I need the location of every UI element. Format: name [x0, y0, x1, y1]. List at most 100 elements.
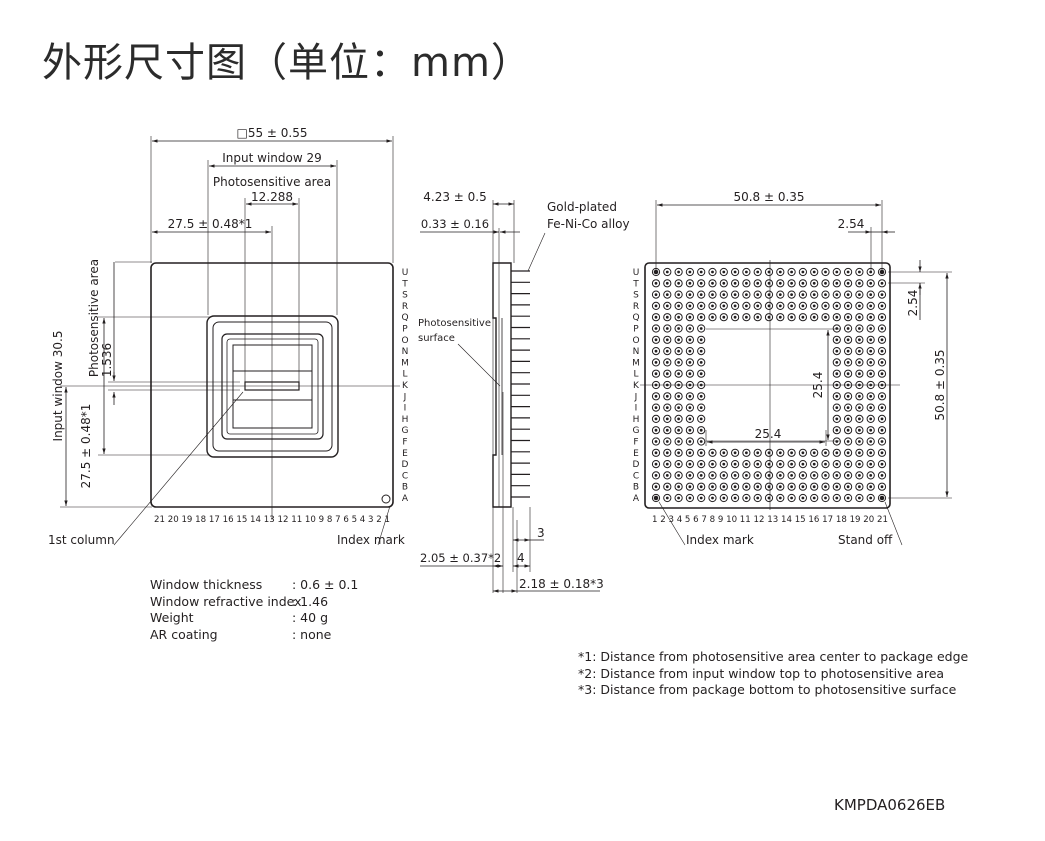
pin-dot [835, 315, 839, 319]
pin [855, 460, 864, 469]
pin [674, 335, 683, 344]
dim-photosensitive-area-vertical-label: Photosensitive area [87, 259, 101, 377]
pin-dot [688, 327, 692, 330]
front-view [60, 136, 400, 546]
pin-dot [733, 293, 737, 297]
pin [719, 290, 728, 299]
pin-dot [722, 451, 726, 455]
pin-dot [665, 281, 669, 285]
pin [832, 347, 841, 356]
pin [832, 335, 841, 344]
pin [753, 279, 762, 288]
pin [855, 347, 864, 356]
pin [832, 267, 841, 277]
pin-dot [858, 485, 861, 489]
pin-dot [824, 496, 827, 500]
pin-dot [835, 338, 839, 342]
dim-inner-vertical: 25.4 [811, 372, 825, 399]
pin [697, 448, 706, 457]
pin-material-line1: Gold-plated [547, 200, 617, 214]
pin-dot [869, 383, 873, 387]
pin-dot [699, 440, 703, 443]
pin [685, 380, 695, 390]
pin [877, 290, 887, 299]
pin-dot [801, 304, 805, 308]
front-index-mark-label: Index mark [337, 533, 405, 547]
pin-dot [665, 372, 669, 376]
pin-dot [846, 462, 850, 466]
pin-dot [858, 270, 861, 274]
photosensitive-surface-line1: Photosensitive [418, 318, 491, 329]
pin-dot [846, 304, 850, 308]
front-row-letter: L [402, 370, 407, 380]
pin [855, 471, 864, 480]
pin-dot [722, 304, 726, 308]
pin-dot [835, 394, 839, 398]
pin-dot [677, 349, 680, 353]
pin-dot [846, 349, 850, 353]
pin [798, 313, 808, 322]
pin-dot [677, 394, 680, 398]
pin [877, 437, 887, 446]
pin [877, 482, 887, 491]
pin-dot [654, 383, 658, 387]
pin-dot [790, 485, 793, 489]
pin-dot [812, 485, 816, 489]
pin [708, 301, 717, 310]
pin-dot [654, 338, 658, 342]
pin-dot [677, 383, 680, 387]
pin [764, 279, 774, 288]
spec-label: Weight [150, 610, 194, 625]
pin [866, 369, 875, 378]
pin [866, 493, 875, 503]
pin-dot [801, 496, 805, 500]
pin [798, 482, 808, 491]
bottom-row-letter: N [633, 347, 640, 357]
stand-off-pin-dot [653, 269, 659, 275]
pin-dot [846, 394, 850, 398]
pin-dot [846, 338, 850, 342]
pin [674, 267, 683, 277]
bottom-row-letter: Q [632, 313, 639, 323]
pin-dot [699, 406, 703, 410]
stand-off-pin-dot [879, 495, 885, 501]
pin [866, 482, 875, 491]
pin [866, 426, 875, 435]
pin-dot [733, 451, 737, 455]
pin [844, 471, 853, 480]
pin [832, 279, 841, 288]
pin [787, 301, 796, 310]
pin-dot [767, 496, 771, 500]
pin [753, 301, 762, 310]
pin [685, 471, 695, 480]
pin-dot [812, 451, 816, 455]
pin [821, 460, 830, 469]
pin-dot [824, 281, 827, 285]
pin-dot [733, 315, 737, 319]
pin-dot [835, 474, 839, 477]
pin-dot [677, 417, 680, 421]
pin [697, 301, 706, 310]
pin-dot [688, 270, 692, 274]
pin-dot [756, 462, 760, 466]
pin [798, 290, 808, 299]
pin [787, 493, 796, 503]
pin [708, 448, 717, 457]
pin-dot [846, 270, 850, 274]
pin [651, 313, 661, 322]
pin-dot [722, 270, 726, 274]
pin [844, 426, 853, 435]
pin [651, 426, 661, 435]
pin-dot [688, 304, 692, 308]
pin [719, 313, 728, 322]
pin-dot [677, 293, 680, 297]
pin [753, 460, 762, 469]
dim-area-center-x: 27.5 ± 0.48*1 [168, 217, 253, 231]
pin [719, 460, 728, 469]
pin [663, 279, 672, 288]
bottom-row-letter: R [633, 302, 639, 312]
pin-dot [835, 293, 839, 297]
pin-dot [846, 361, 850, 364]
